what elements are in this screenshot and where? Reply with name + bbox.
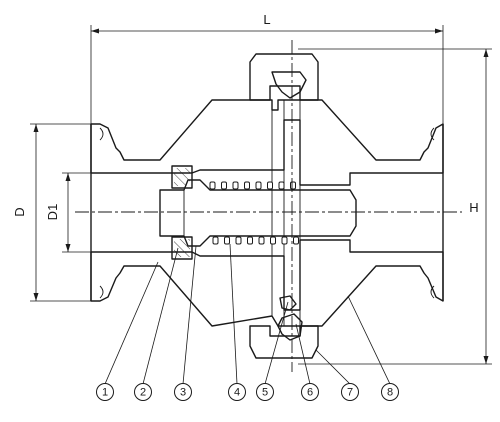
part-bubble-circle bbox=[228, 383, 246, 401]
part-number-label: 2 bbox=[140, 387, 146, 399]
spring-coil-bottom bbox=[224, 236, 230, 245]
dimension-inner-diameter: D1 bbox=[45, 172, 92, 253]
spring-coil-bottom bbox=[281, 236, 288, 245]
part-number-label: 1 bbox=[102, 387, 108, 399]
part-bubble-circle bbox=[341, 383, 359, 401]
part-bubble-7: 7 bbox=[341, 383, 359, 401]
part-number-label: 5 bbox=[262, 387, 268, 399]
part-bubble-6: 6 bbox=[301, 383, 319, 401]
top-cap bbox=[249, 53, 319, 101]
spring-coil-bottom bbox=[247, 236, 253, 245]
dimension-outer-diameter: D bbox=[12, 123, 100, 302]
part-bubble-circle bbox=[256, 383, 274, 401]
valve-disc bbox=[159, 179, 357, 247]
spring-coil-bottom bbox=[293, 236, 299, 245]
part-bubble-5: 5 bbox=[256, 383, 274, 401]
spring bbox=[209, 181, 299, 245]
spring-coil-bottom bbox=[258, 236, 265, 245]
spring-coil-bottom bbox=[235, 236, 242, 245]
part-number-label: 7 bbox=[347, 387, 353, 399]
spring-coil-top bbox=[244, 181, 250, 190]
part-number-label: 6 bbox=[307, 387, 313, 399]
valve-body-upper bbox=[90, 99, 444, 186]
leader-lines bbox=[104, 243, 391, 385]
spring-coil-top bbox=[290, 181, 296, 190]
part-bubble-2: 2 bbox=[134, 383, 152, 401]
part-bubble-8: 8 bbox=[381, 383, 399, 401]
spring-coil-top bbox=[221, 181, 227, 190]
valve-guide bbox=[271, 100, 301, 326]
spring-coil-bottom bbox=[212, 236, 219, 245]
dimension-length-label: L bbox=[263, 12, 270, 27]
spring-coil-top bbox=[255, 181, 262, 190]
flange-grooves bbox=[90, 124, 444, 301]
spring-coil-top bbox=[232, 181, 239, 190]
valve-body-lower bbox=[90, 239, 444, 327]
part-bubble-1: 1 bbox=[96, 383, 114, 401]
spring-coil-bottom bbox=[270, 236, 276, 245]
spring-coil-top bbox=[209, 181, 216, 190]
dimension-outer-diameter-label: D bbox=[12, 207, 27, 216]
part-bubble-circle bbox=[381, 383, 399, 401]
part-bubble-circle bbox=[96, 383, 114, 401]
part-number-label: 3 bbox=[180, 387, 186, 399]
spring-coil-top bbox=[278, 181, 285, 190]
dimension-height-label: H bbox=[469, 200, 478, 215]
dimension-inner-diameter-label: D1 bbox=[45, 204, 60, 221]
part-number-bubbles: 1 2 3 4 5 6 7 8 bbox=[96, 383, 399, 401]
part-number-label: 4 bbox=[234, 387, 240, 399]
part-bubble-circle bbox=[301, 383, 319, 401]
part-number-label: 8 bbox=[387, 387, 393, 399]
dimension-height: H bbox=[298, 48, 492, 365]
part-bubble-circle bbox=[134, 383, 152, 401]
bottom-cap bbox=[249, 295, 319, 359]
part-bubble-circle bbox=[174, 383, 192, 401]
o-ring-seal bbox=[171, 165, 193, 260]
spring-coil-top bbox=[267, 181, 273, 190]
part-bubble-3: 3 bbox=[174, 383, 192, 401]
part-bubble-4: 4 bbox=[228, 383, 246, 401]
dimension-length: L bbox=[90, 12, 444, 130]
